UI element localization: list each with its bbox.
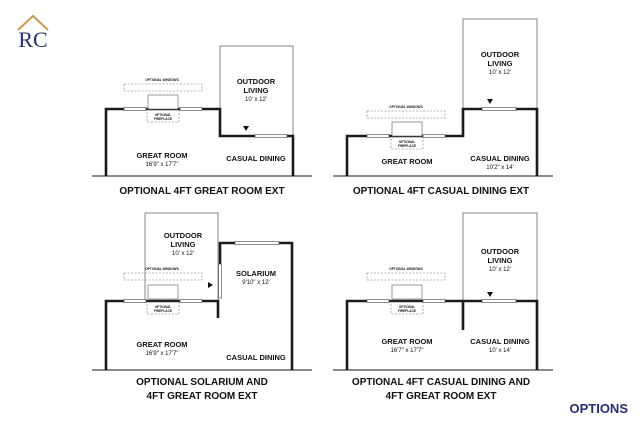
optional-windows-marker <box>123 272 203 281</box>
plan-caption: OPTIONAL 4FT CASUAL DINING EXT <box>353 186 529 197</box>
outdoor-living-label-line1: OUTDOOR <box>481 50 520 59</box>
solarium-label: SOLARIUM <box>236 269 276 278</box>
optional-fireplace-label-line2: FIREPLACE <box>154 117 172 121</box>
plan-caption-line1: OPTIONAL SOLARIUM AND <box>136 377 268 388</box>
door-arrow-icon <box>487 292 493 297</box>
optional-fireplace-label-line1: OPTIONAL <box>155 305 172 309</box>
optional-windows-label: OPTIONAL WINDOWS <box>389 267 422 271</box>
door-arrow-icon <box>208 282 213 288</box>
great-room-label: GREAT ROOM <box>136 151 187 160</box>
fireplace-note-box <box>146 109 180 123</box>
optional-fireplace-label-line2: FIREPLACE <box>154 309 172 313</box>
floor-walls <box>345 299 539 370</box>
plan-caption: OPTIONAL 4FT GREAT ROOM EXT <box>119 186 284 197</box>
optional-windows-marker <box>366 272 446 281</box>
casual-dining-label: CASUAL DINING <box>226 353 286 362</box>
roof-icon <box>17 14 49 31</box>
solarium-walls <box>218 241 294 370</box>
optional-fireplace-label-line1: OPTIONAL <box>399 140 416 144</box>
window <box>179 107 203 111</box>
door-arrow-icon <box>487 99 493 104</box>
casual-dining-dim: 10'2" x 14' <box>486 165 513 171</box>
outdoor-living-label-line1: OUTDOOR <box>237 77 276 86</box>
outdoor-living-label-line1: OUTDOOR <box>164 231 203 240</box>
floor-walls <box>104 107 295 176</box>
fireplace-note-box <box>146 301 180 315</box>
great-room-dim: 16'7" x 17'7" <box>391 348 424 354</box>
window <box>366 299 390 303</box>
optional-fireplace <box>391 121 423 137</box>
great-room-dim: 16'9" x 17'7" <box>146 162 179 168</box>
optional-windows-marker <box>366 110 446 119</box>
sliding-door <box>481 299 517 303</box>
window <box>366 134 390 138</box>
sliding-door <box>481 107 517 111</box>
optional-fireplace-label-line2: FIREPLACE <box>398 309 416 313</box>
fireplace-note-box <box>390 301 424 315</box>
optional-fireplace <box>147 94 179 110</box>
great-room-label: GREAT ROOM <box>136 340 187 349</box>
outdoor-living-label-line2: LIVING <box>487 59 512 68</box>
sliding-door <box>218 263 222 299</box>
great-room-label: GREAT ROOM <box>381 157 432 166</box>
casual-dining-label: CASUAL DINING <box>226 154 286 163</box>
window <box>123 107 147 111</box>
plan-caption-line2: 4FT GREAT ROOM EXT <box>147 391 258 402</box>
optional-windows-label: OPTIONAL WINDOWS <box>145 78 178 82</box>
optional-windows-marker <box>123 83 203 92</box>
solarium-dim: 9'10" x 12' <box>242 280 269 286</box>
optional-windows-label: OPTIONAL WINDOWS <box>145 267 178 271</box>
door-arrow-icon <box>243 126 249 131</box>
great-room-label: GREAT ROOM <box>381 337 432 346</box>
optional-fireplace <box>147 284 179 300</box>
plan-caption-line2: 4FT GREAT ROOM EXT <box>386 391 497 402</box>
outdoor-living-label-line2: LIVING <box>243 86 268 95</box>
solarium-window <box>234 241 280 245</box>
outdoor-living-dim: 10' x 12' <box>172 251 194 257</box>
outdoor-living-label-line2: LIVING <box>170 240 195 249</box>
outdoor-living-dim: 10' x 12' <box>245 97 267 103</box>
optional-windows-label: OPTIONAL WINDOWS <box>389 105 422 109</box>
logo-letters: RC <box>18 27 47 52</box>
optional-fireplace-label-line2: FIREPLACE <box>398 144 416 148</box>
fireplace-note-box <box>390 136 424 150</box>
builder-logo: RC <box>17 14 49 52</box>
floor-walls <box>345 107 539 176</box>
plan-solarium-and-great-room-ext: OUTDOOR LIVING 10' x 12' OPTIONAL WINDOW… <box>92 212 312 402</box>
casual-dining-label: CASUAL DINING <box>470 337 530 346</box>
plan-caption-line1: OPTIONAL 4FT CASUAL DINING AND <box>352 377 530 388</box>
window <box>422 134 446 138</box>
casual-dining-label: CASUAL DINING <box>470 154 530 163</box>
outdoor-living-area <box>462 212 538 302</box>
outdoor-living-label-line1: OUTDOOR <box>481 247 520 256</box>
plan-casual-dining-and-great-room-ext: OUTDOOR LIVING 10' x 12' OPTIONAL WINDOW… <box>333 212 553 402</box>
window <box>123 299 147 303</box>
optional-fireplace-label-line1: OPTIONAL <box>399 305 416 309</box>
window <box>422 299 446 303</box>
options-heading: OPTIONS <box>569 401 628 416</box>
optional-fireplace <box>391 284 423 300</box>
great-room-dim: 16'9" x 17'7" <box>146 351 179 357</box>
outdoor-living-dim: 10' x 12' <box>489 70 511 76</box>
sliding-door <box>254 134 288 138</box>
casual-dining-dim: 10' x 14' <box>489 348 511 354</box>
window <box>179 299 203 303</box>
plan-casual-dining-ext: OUTDOOR LIVING 10' x 12' OPTIONAL WINDOW… <box>333 18 553 197</box>
great-room-walls <box>104 299 220 370</box>
optional-fireplace-label-line1: OPTIONAL <box>155 113 172 117</box>
outdoor-living-dim: 10' x 12' <box>489 267 511 273</box>
outdoor-living-label-line2: LIVING <box>487 256 512 265</box>
plan-great-room-ext: OUTDOOR LIVING 10' x 12' OPTIONAL WINDOW… <box>92 45 312 197</box>
